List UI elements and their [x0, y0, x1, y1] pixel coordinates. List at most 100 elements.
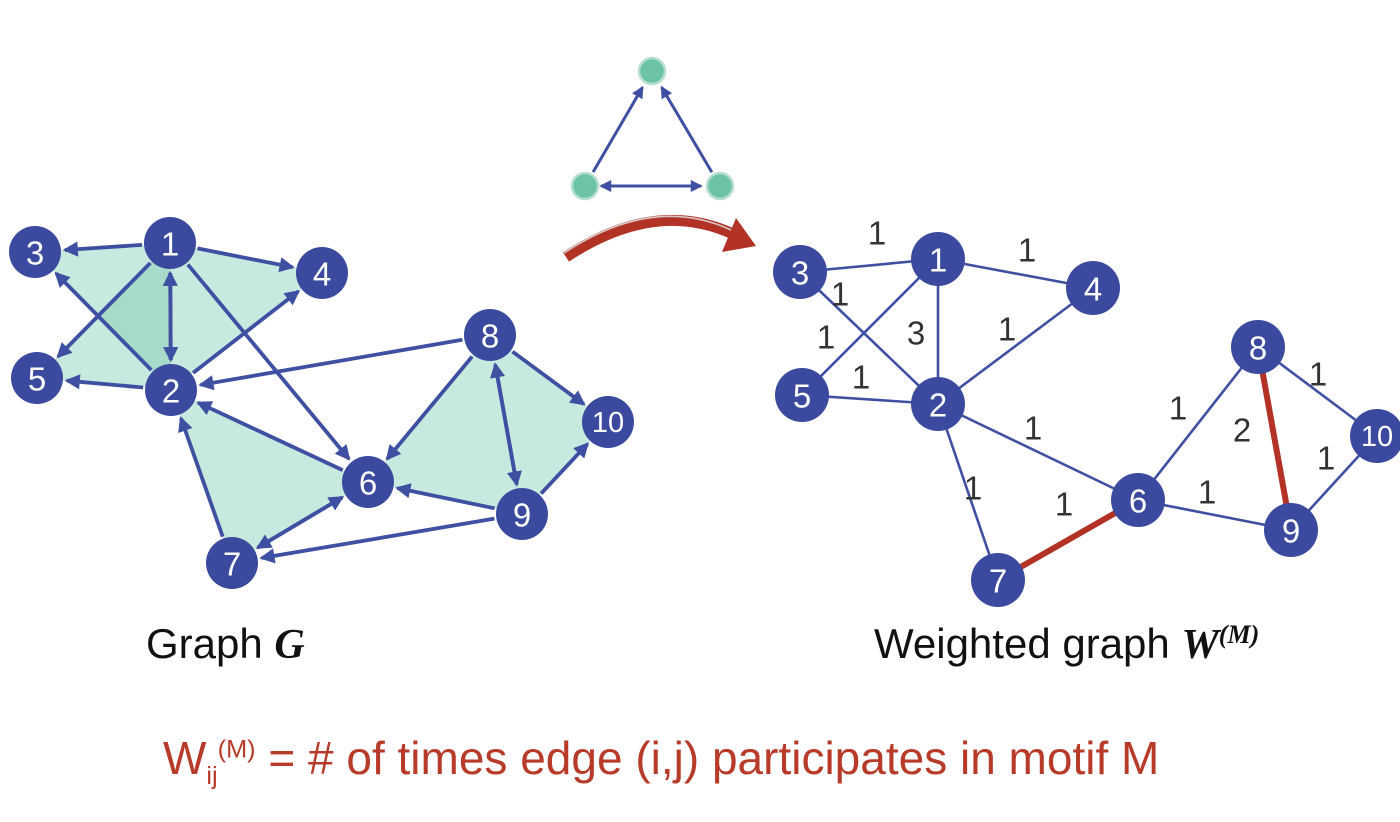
- graph-g-edge: [186, 263, 351, 461]
- caption-rest: = # of times edge (i,j) participates in …: [255, 732, 1160, 784]
- graph-w-node-label: 1: [929, 242, 947, 279]
- graph-w-node-label: 5: [793, 378, 811, 415]
- graph-g-node-8: [464, 309, 516, 361]
- graph-w-node-4: [1066, 261, 1120, 315]
- motif-node: [637, 56, 667, 86]
- graph-w-node-1: [911, 232, 965, 286]
- graph-g-node-1: [144, 217, 196, 269]
- graph-w-node-9: [1264, 503, 1318, 557]
- graph-w-title-math: W: [1181, 622, 1219, 668]
- graph-g-edge: [511, 350, 586, 406]
- graph-g-edge: [196, 400, 344, 472]
- graph-w-edge: [937, 402, 1139, 502]
- edge-weight-label: 1: [852, 359, 870, 396]
- caption-var: W: [163, 732, 207, 784]
- graph-g-node-label: 5: [28, 361, 46, 398]
- graph-g-node-5: [11, 352, 63, 404]
- graph-g-node-label: 9: [513, 497, 531, 534]
- edge-weight-label: 1: [964, 470, 982, 507]
- graph-w-node-label: 9: [1282, 513, 1300, 550]
- edge-weight-label: 1: [1024, 410, 1042, 447]
- graph-g-node-label: 1: [161, 226, 179, 263]
- caption-sup: (M): [217, 735, 256, 764]
- motif-node: [705, 171, 735, 201]
- motif-instance-shade: [170, 243, 322, 390]
- graph-g-edge: [395, 483, 495, 511]
- graph-w-node-6: [1111, 473, 1165, 527]
- graph-g-node-label: 4: [313, 256, 331, 293]
- graph-g-node-label: 7: [223, 546, 241, 583]
- graph-g-node-label: 10: [592, 407, 624, 439]
- graph-w-edge: [1136, 346, 1260, 501]
- graph-w-edge: [801, 258, 939, 396]
- graph-g-edge: [54, 271, 153, 372]
- graph-g-edge: [64, 374, 144, 390]
- edge-weight-label: 1: [1317, 440, 1335, 477]
- graph-w-node-label: 10: [1361, 421, 1393, 453]
- graph-w-node-3: [773, 245, 827, 299]
- graph-g-edge: [490, 362, 519, 485]
- graph-w-title-text: Weighted graph: [874, 620, 1182, 667]
- graph-g-edge: [539, 442, 590, 495]
- edge-weight-label: 1: [831, 276, 849, 313]
- motif-instance-shade: [490, 335, 608, 514]
- graph-w-node-7: [971, 553, 1025, 607]
- graph-g-edge: [62, 241, 143, 257]
- graph-g-node-7: [206, 537, 258, 589]
- edge-weight-label: 1: [868, 215, 886, 252]
- edge-weight-label: 1: [1198, 474, 1216, 511]
- graph-w-title: Weighted graph W(M): [874, 620, 1259, 669]
- graph-g-edge: [198, 337, 463, 391]
- graph-g-node-label: 8: [481, 318, 499, 355]
- graph-g-node-9: [496, 488, 548, 540]
- caption-sub: ij: [206, 762, 218, 791]
- graph-w-node-label: 7: [989, 563, 1007, 600]
- motif-instance-shade: [171, 390, 368, 563]
- graph-w-node-label: 4: [1084, 271, 1102, 308]
- edge-weight-label: 1: [1169, 390, 1187, 427]
- motif-diagram: [570, 56, 735, 201]
- graph-w-node-8: [1231, 320, 1285, 374]
- motif-edge: [660, 85, 714, 173]
- graph-w-edge-highlighted: [1255, 346, 1294, 531]
- graph-g-node-10: [582, 396, 634, 448]
- curved-arrow-shaft: [562, 214, 736, 262]
- edge-weight-label: 1: [1309, 356, 1327, 393]
- graph-g-edge: [259, 516, 495, 564]
- graph-g-node-label: 3: [26, 235, 44, 272]
- graph-g-title-math: G: [274, 622, 305, 668]
- edge-weight-label: 1: [1018, 232, 1036, 269]
- edge-weight-label: 3: [907, 315, 925, 352]
- edge-weight-label: 2: [1233, 412, 1251, 449]
- graph-g-node-4: [296, 247, 348, 299]
- motif-instance-shade: [368, 335, 522, 514]
- graph-g-node-label: 6: [359, 465, 377, 502]
- curved-arrow-stripe: [563, 215, 732, 254]
- graph-g-edge: [56, 261, 152, 359]
- graph-w-edge: [799, 271, 939, 405]
- graph-w-node-label: 2: [929, 387, 947, 424]
- graph-w-node-10: [1350, 409, 1400, 463]
- graph-g-title-text: Graph: [146, 620, 275, 667]
- motif-to-weighted-arrow: [562, 214, 756, 262]
- graph-w-edge: [937, 286, 1094, 406]
- formula-caption: Wij(M) = # of times edge (i,j) participa…: [163, 731, 1160, 789]
- graph-g-title: Graph G: [146, 620, 305, 669]
- graph-g-edge: [385, 355, 474, 461]
- motif-edge: [591, 85, 644, 173]
- graph-g-edge: [191, 289, 301, 375]
- motif-node: [570, 171, 600, 201]
- graph-w-edge: [936, 403, 1000, 581]
- graph-w-node-label: 6: [1129, 483, 1147, 520]
- graph-g-edge: [256, 495, 345, 550]
- edge-weight-label: 1: [1055, 486, 1073, 523]
- graph-w-node-label: 8: [1249, 330, 1267, 367]
- curved-arrowhead: [722, 218, 756, 252]
- graph-w-node-label: 3: [791, 255, 809, 292]
- edge-weight-label: 1: [998, 311, 1016, 348]
- graph-g-node-2: [145, 364, 197, 416]
- graph-g-edge: [178, 416, 225, 538]
